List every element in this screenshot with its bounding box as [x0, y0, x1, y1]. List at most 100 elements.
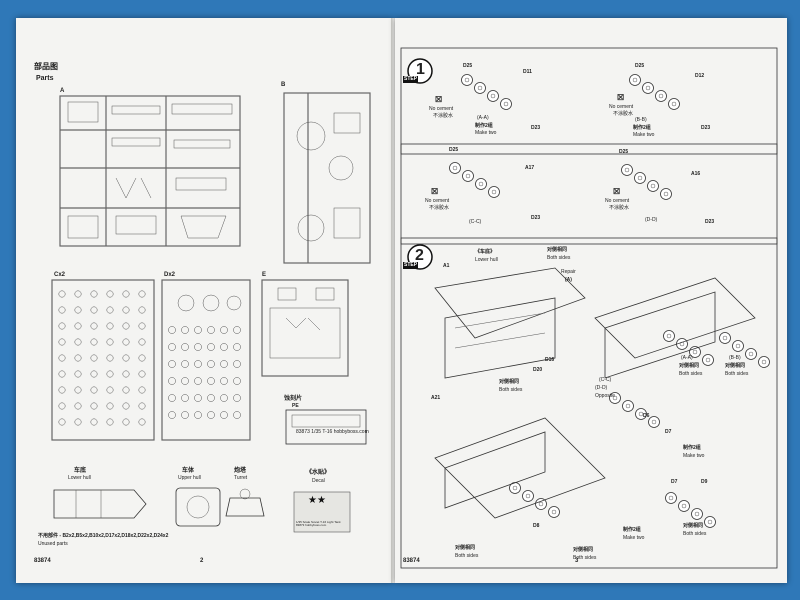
no-cement-cn-2: 不涂胶水 — [613, 111, 634, 117]
road-wheel — [629, 74, 641, 86]
lower-hull-drawing-side — [594, 277, 756, 379]
sprue-d-part — [168, 360, 176, 368]
road-wheel-hub — [525, 493, 531, 499]
step-frames — [400, 47, 778, 569]
upper-hull-preview — [175, 487, 221, 527]
road-wheel — [663, 330, 675, 342]
part-d7-a: D7 — [665, 429, 672, 435]
part-d23-a: D23 — [531, 125, 541, 131]
road-wheel — [668, 98, 680, 110]
road-wheel — [462, 170, 474, 182]
road-wheel — [702, 354, 714, 366]
both-sides-cn-7: 对侧相同 — [573, 547, 594, 553]
sprue-c-part — [74, 386, 82, 394]
road-wheel — [655, 90, 667, 102]
pe-plate — [285, 409, 367, 445]
road-wheel — [719, 332, 731, 344]
parts-title-cn: 部品图 — [34, 62, 58, 71]
sub-aa-2: (A-A) — [681, 355, 693, 361]
road-wheel-hub — [512, 485, 518, 491]
sprue-drawings — [51, 92, 371, 533]
part-d23-d: D23 — [705, 219, 715, 225]
sprue-c-part — [74, 354, 82, 362]
decal-star-icons: ★★ — [308, 495, 326, 506]
sprue-d-part — [233, 343, 241, 351]
sprue-c-part — [58, 370, 66, 378]
sprue-d-part — [207, 377, 215, 385]
road-wheel — [461, 74, 473, 86]
sprue-c-part — [106, 322, 114, 330]
sprue-c-part — [106, 386, 114, 394]
sprue-d-part — [168, 394, 176, 402]
product-code-right: 83874 — [403, 558, 420, 564]
sprue-c-part — [58, 290, 66, 298]
sub-cc: (C-C) — [469, 219, 482, 225]
road-wheel — [691, 508, 703, 520]
sprue-d-part — [194, 394, 202, 402]
sprue-c-part — [106, 338, 114, 346]
sprue-d-part — [181, 326, 189, 334]
sprue-d-part — [220, 343, 228, 351]
sprue-d-drawing — [161, 279, 251, 441]
no-cement-en-4: No cement — [605, 198, 630, 204]
road-wheel-hub — [638, 411, 644, 417]
road-wheel-hub — [668, 495, 674, 501]
road-wheel-hub — [632, 77, 638, 83]
part-d25-c: D25 — [449, 147, 459, 153]
road-wheel-hub — [666, 333, 672, 339]
sprue-c-part — [90, 338, 98, 346]
sprue-d-part — [233, 326, 241, 334]
road-wheel — [522, 490, 534, 502]
both-sides-cn-1: 对侧相同 — [547, 247, 568, 253]
sprue-d-part — [181, 360, 189, 368]
both-sides-en-5: Both sides — [683, 531, 707, 537]
road-wheel — [548, 506, 560, 518]
road-wheel — [678, 500, 690, 512]
road-wheel — [487, 90, 499, 102]
sprue-c-part — [74, 306, 82, 314]
sprue-c-part — [138, 386, 146, 394]
sprue-d-part — [194, 343, 202, 351]
make-two-cn-4: 制作2组 — [623, 527, 641, 533]
both-sides-cn-6: 对侧相同 — [455, 545, 476, 551]
sprue-c-part — [138, 370, 146, 378]
sprue-b-label: B — [281, 82, 286, 88]
part-d12: D12 — [695, 73, 705, 79]
no-cement-cn-4: 不涂胶水 — [609, 205, 630, 211]
road-wheel-hub — [650, 183, 656, 189]
product-code: 83874 — [34, 558, 51, 564]
opposite-en: Opposite — [595, 393, 616, 399]
road-wheel — [745, 348, 757, 360]
lower-hull-cn: 《车底》 — [475, 249, 496, 255]
decal-text: 1/35 Scale Soviet T-16 Light Tank 83873 … — [296, 520, 341, 527]
both-sides-en-2: Both sides — [499, 387, 523, 393]
sprue-d-part — [220, 360, 228, 368]
part-d25-a: D25 — [463, 63, 473, 69]
sprue-a-drawing — [59, 95, 241, 247]
unused-parts-cn: 不用部件 - B2x2,B5x2,B10x2,D17x2,D18x2,D22x2… — [38, 533, 169, 539]
no-cement-en-2: No cement — [609, 104, 634, 110]
sprue-c-part — [90, 370, 98, 378]
road-wheel-hub — [491, 189, 497, 195]
road-wheel-hub — [625, 403, 631, 409]
sprue-b-drawing — [283, 92, 371, 264]
sprue-d-part — [233, 377, 241, 385]
sprue-c-part — [58, 338, 66, 346]
sprue-c-part — [122, 402, 130, 410]
sprue-c-part — [106, 370, 114, 378]
sprue-d-part — [207, 343, 215, 351]
part-d23-b: D23 — [701, 125, 711, 131]
sprue-d-part — [233, 360, 241, 368]
sprue-c-part — [58, 418, 66, 426]
page-number-right: 3 — [575, 558, 579, 564]
preview-label-upper-cn: 车体 — [182, 468, 195, 474]
sprue-c-part — [58, 386, 66, 394]
road-wheel-hub — [651, 419, 657, 425]
both-sides-en-1: Both sides — [547, 255, 571, 261]
road-wheel-hub — [663, 191, 669, 197]
both-sides-cn-2: 对侧相同 — [499, 379, 520, 385]
sprue-c-part — [90, 386, 98, 394]
lower-hull-en: Lower hull — [475, 257, 498, 263]
road-wheel — [647, 180, 659, 192]
road-wheel-hub — [551, 509, 557, 515]
